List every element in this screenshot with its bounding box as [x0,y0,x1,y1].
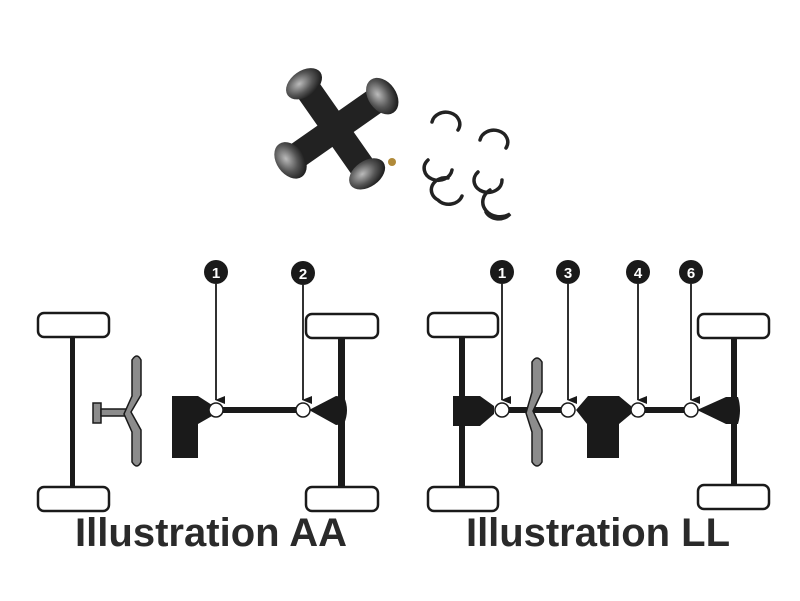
front-axle [70,337,75,487]
illustration-ll: 1 3 4 6 Illustration LL [426,260,771,555]
marker-label: 4 [634,265,643,282]
steering-wheel [525,357,543,467]
u-joint-point [560,402,576,418]
marker-6: 6 [679,260,703,284]
marker-4: 4 [626,260,650,284]
tire [36,311,111,339]
caption-aa: Illustration AA [75,511,347,555]
u-joint-point [683,402,699,418]
steering-wheel [92,355,142,467]
caption-ll: Illustration LL [466,511,730,555]
marker-1: 1 [490,260,514,284]
rear-differential [697,397,740,424]
transfer-case [576,396,631,458]
marker-label: 3 [564,265,572,282]
snap-rings [422,110,512,221]
illustration-aa: 1 2 Illustration AA [36,260,380,555]
marker-label: 1 [212,265,220,282]
tire [426,485,500,513]
u-joint-point [295,402,311,418]
marker-3: 3 [556,260,580,284]
tire [304,312,380,340]
u-joint-product-image [274,68,399,190]
engine [172,396,212,458]
marker-label: 6 [687,265,695,282]
u-joint-point [208,402,224,418]
tire [304,485,380,513]
tire [426,311,500,339]
front-driveshaft [506,407,564,413]
differential [309,396,347,425]
marker-1: 1 [204,260,228,284]
front-differential [453,396,494,426]
u-joint-point [630,402,646,418]
driveshaft [222,407,298,413]
u-joint-point [494,402,510,418]
marker-label: 1 [498,265,506,282]
rear-driveshaft [642,407,687,413]
marker-2: 2 [291,261,315,285]
tire [696,483,771,511]
tire [36,485,111,513]
tire [696,312,771,340]
marker-label: 2 [299,266,307,283]
